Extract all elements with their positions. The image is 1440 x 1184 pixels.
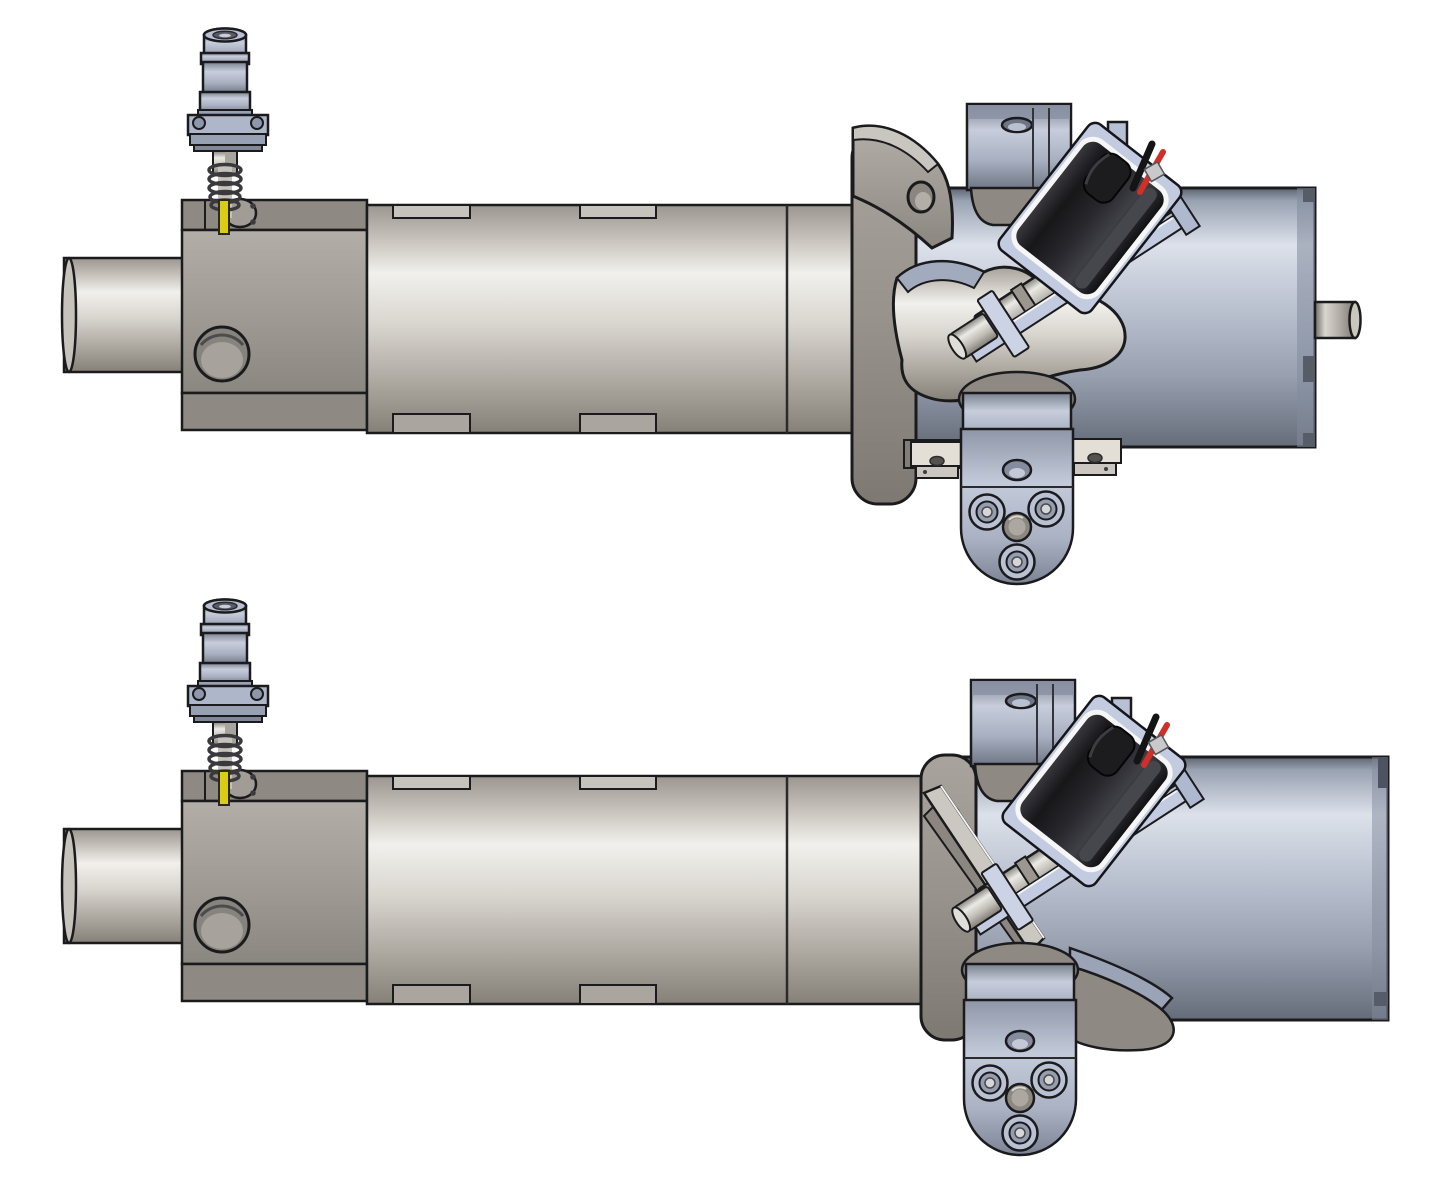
view-b <box>60 597 1390 1157</box>
cowl-flap <box>1068 964 1175 1052</box>
housing-end-band <box>1372 757 1388 1020</box>
housing-step-bottom <box>1303 433 1315 446</box>
mount-tab-right <box>1068 438 1122 476</box>
housing-step-top <box>1378 758 1388 788</box>
view-a-nozzle-head <box>957 370 1077 586</box>
view-a <box>60 26 1362 586</box>
view-b-front-body <box>60 768 925 1006</box>
blade-bevel <box>852 124 940 174</box>
housing-step-top <box>1303 189 1315 202</box>
yoke-rim <box>895 260 986 294</box>
view-a-front-body <box>60 197 925 435</box>
housing-step-bottom <box>1374 992 1388 1006</box>
mount-tab-left <box>910 441 964 479</box>
housing-step-mid <box>1303 356 1315 382</box>
housing-end-band <box>1297 188 1315 447</box>
view-b-nozzle-head <box>960 941 1080 1157</box>
blade-hole-inner <box>915 192 931 210</box>
lower-cowl-flap <box>1068 946 1175 1052</box>
rear-stub-face <box>1348 300 1362 340</box>
curved-blade-bracket <box>851 124 954 250</box>
